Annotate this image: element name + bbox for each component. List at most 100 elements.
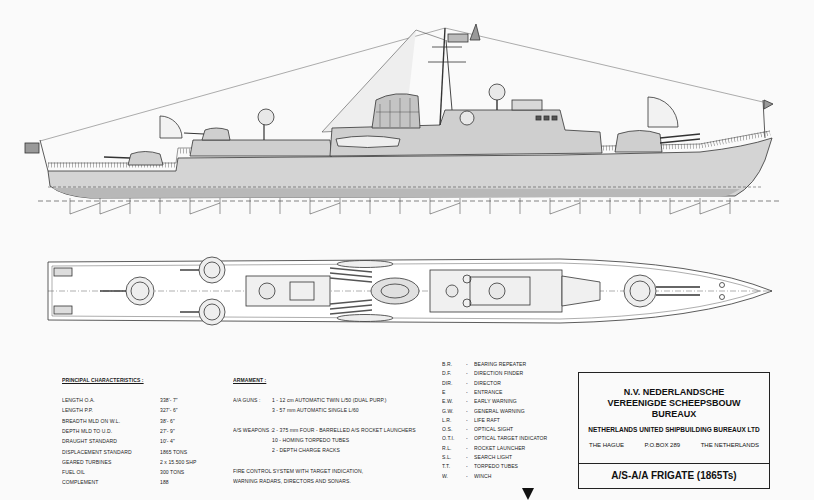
- spec-text: ROCKET LAUNCHER: [474, 445, 525, 452]
- spec-text: 338'- 7": [160, 397, 178, 404]
- side-profile-part: [615, 131, 662, 153]
- plan-view-part-part: [330, 268, 372, 272]
- spec-text: WINCH: [474, 473, 492, 480]
- plan-view-part: [330, 268, 372, 314]
- spec-text: 327'- 6": [160, 407, 178, 414]
- plan-view-part: [48, 259, 772, 323]
- spec-text: BREADTH MLD ON W.L.: [62, 418, 120, 425]
- plan-view-part: [489, 283, 505, 299]
- pointer-mark: [522, 488, 534, 500]
- side-profile-part: [400, 98, 401, 127]
- spec-text: OPTICAL SIGHT: [474, 426, 513, 433]
- spec-text: COMPLEMENT: [62, 479, 98, 486]
- side-profile-part: [764, 100, 773, 109]
- spec-text: -: [466, 361, 468, 368]
- plan-view-part: [54, 268, 72, 276]
- spec-text: LENGTH P.P.: [62, 407, 93, 414]
- side-profile-part: [258, 109, 274, 125]
- side-profile-part: [40, 140, 48, 171]
- side-profile-part: [104, 157, 130, 158]
- plan-view-part-part: [330, 300, 372, 304]
- side-profile-part: [445, 28, 763, 102]
- plan-view-part: [199, 299, 225, 325]
- spec-text: 1 - 12 cm AUTOMATIC TWIN L/50 (DUAL PURP…: [272, 397, 386, 404]
- spec-text: 10 - HOMING TORPEDO TUBES: [272, 437, 349, 444]
- side-profile-part: [52, 188, 740, 198]
- spec-text: T.T.: [442, 463, 450, 470]
- side-profile-part: [489, 84, 505, 100]
- plan-view-part: [463, 275, 471, 283]
- spec-text: -: [466, 445, 468, 452]
- spec-text: 188: [160, 479, 169, 486]
- side-profile-part: [160, 116, 182, 138]
- plan-view-part: [246, 276, 330, 306]
- spec-text: BEARING REPEATER: [474, 361, 526, 368]
- side-profile-part: [70, 198, 730, 214]
- side-profile: [25, 24, 780, 214]
- plan-view-part: [630, 281, 650, 301]
- plan-view-part: [656, 286, 700, 287]
- spec-text: -: [466, 380, 468, 387]
- plan-view-part: [463, 299, 471, 307]
- spec-text: DEPTH MLD TO U.D.: [62, 428, 112, 435]
- spec-text: TORPEDO TUBES: [474, 463, 518, 470]
- spec-text: -: [466, 370, 468, 377]
- title-text: A/S-A/A FRIGATE (1865Ts): [611, 470, 736, 482]
- spec-text: ENTRANCE: [474, 389, 502, 396]
- plan-view-part: [131, 282, 149, 300]
- spec-text: -: [466, 435, 468, 442]
- spec-text: G.W.: [442, 408, 454, 415]
- title-block-text: NETHERLANDS UNITED SHIPBUILDING BUREAUX …: [588, 426, 759, 434]
- side-profile-part-part: [70, 198, 730, 214]
- spec-text: 2 - DEPTH CHARGE RACKS: [272, 447, 340, 454]
- side-profile-part: [660, 139, 700, 143]
- spec-text: FUEL OIL: [62, 469, 85, 476]
- side-profile-part: [544, 116, 549, 120]
- title-block: N.V. NEDERLANDSCHE VEREENIGDE SCHEEPSBOU…: [578, 372, 770, 464]
- side-profile-part: [428, 62, 466, 63]
- spec-text: -: [466, 426, 468, 433]
- spec-text: -: [466, 408, 468, 415]
- side-profile-part: [470, 24, 480, 40]
- title-block-text: THE NETHERLANDS: [701, 442, 759, 449]
- side-profile-part: [48, 187, 762, 188]
- plan-view-part: [337, 315, 393, 322]
- side-profile-part: [372, 94, 420, 128]
- spec-text: R.L.: [442, 445, 452, 452]
- plan-view-part: [470, 277, 530, 305]
- text-row: THE HAGUEP.O.BOX 289THE NETHERLANDS: [585, 442, 763, 449]
- spec-text: LENGTH O.A.: [62, 397, 95, 404]
- text-row: N.V. NEDERLANDSCHE VEREENIGDE SCHEEPSBOU…: [585, 387, 763, 425]
- spec-text: WARNING RADARS, DIRECTORS AND SONARS.: [233, 478, 351, 485]
- title-block-text: THE HAGUE: [589, 442, 624, 449]
- plan-view-part-part: [330, 273, 372, 277]
- plan-view-part-part: [330, 310, 372, 314]
- side-profile-part: [440, 28, 445, 125]
- plan-view-part: [204, 304, 220, 320]
- plan-view-part: [126, 277, 154, 305]
- spec-text: -: [466, 398, 468, 405]
- spec-text: -: [466, 473, 468, 480]
- side-profile-part: [336, 136, 400, 148]
- plan-view: [48, 257, 772, 325]
- side-profile-part: [263, 124, 264, 140]
- spec-text: W.: [442, 473, 448, 480]
- spec-text: GENERAL WARNING: [474, 408, 525, 415]
- plan-view-part-part: [330, 278, 372, 282]
- spec-text: DRAUGHT STANDARD: [62, 438, 117, 445]
- plan-view-part: [290, 282, 314, 300]
- plan-view-part: [259, 283, 275, 299]
- spec-text: DIR.: [442, 380, 452, 387]
- side-profile-part: [38, 201, 780, 202]
- plan-view-part: [180, 269, 199, 270]
- spec-text: SEARCH LIGHT: [474, 454, 512, 461]
- spec-text: DISPLACEMENT STANDARD: [62, 449, 132, 456]
- side-profile-part: [410, 98, 411, 127]
- text-row: NETHERLANDS UNITED SHIPBUILDING BUREAUX …: [585, 426, 763, 442]
- spec-text: L.R.: [442, 417, 452, 424]
- plan-view-part: [381, 284, 409, 298]
- spec-text: 27'- 9": [160, 428, 175, 435]
- title-text: N.V. NEDERLANDSCHE VEREENIGDE SCHEEPSBOU…: [594, 387, 754, 419]
- plan-view-part: [430, 270, 562, 312]
- spec-text: -: [466, 417, 468, 424]
